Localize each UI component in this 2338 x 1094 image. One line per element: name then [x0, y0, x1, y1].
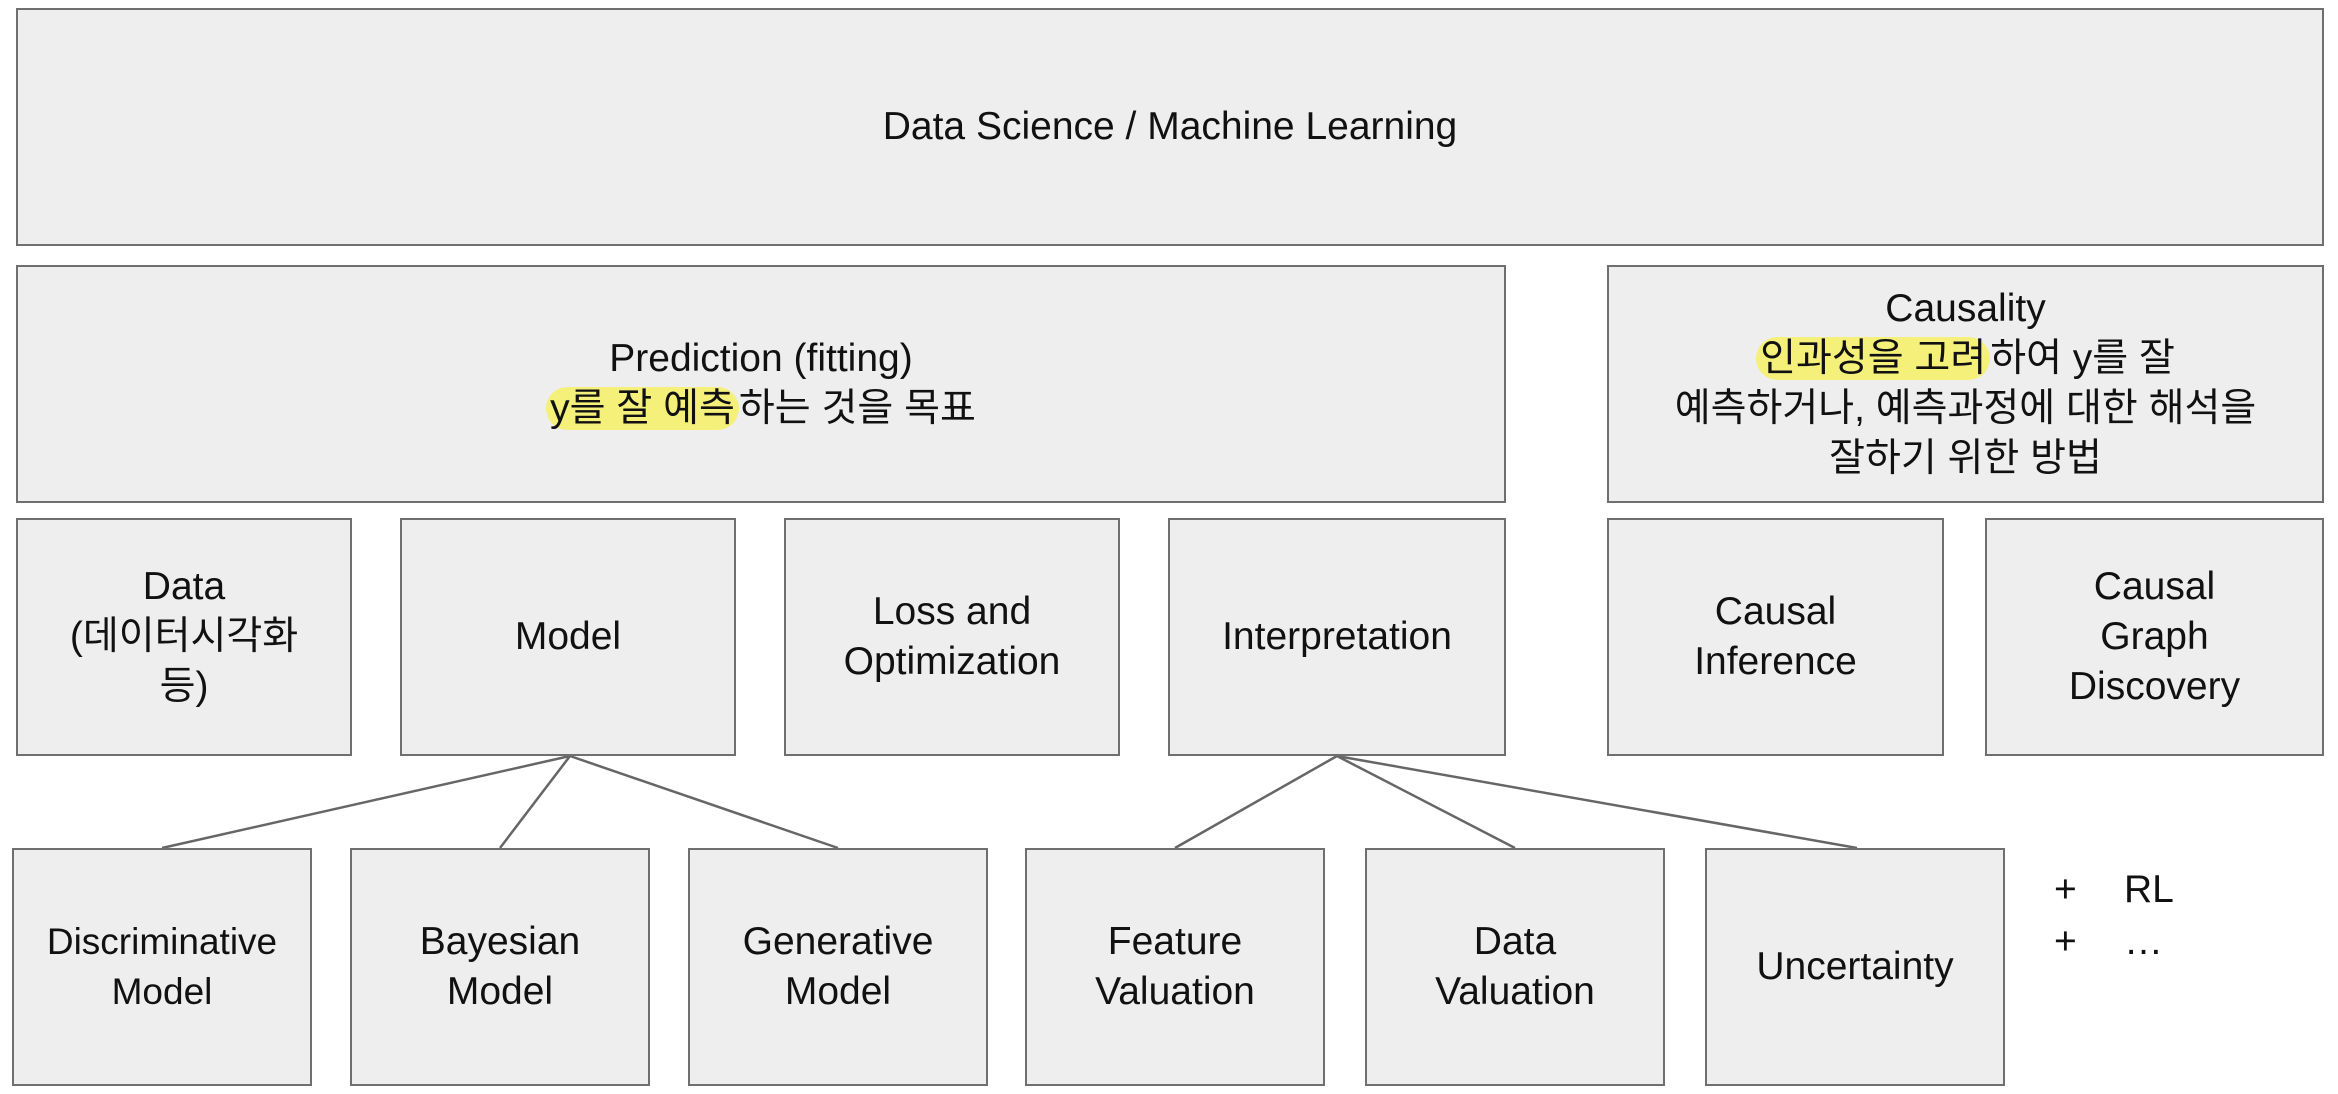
loss-optimization-box: Loss and Optimization — [784, 518, 1120, 756]
generative-line-1: Generative — [742, 920, 934, 963]
feature-valuation-line-1: Feature — [1107, 920, 1243, 963]
generative-model-box: Generative Model — [688, 848, 988, 1086]
uncertainty-box: Uncertainty — [1705, 848, 2005, 1086]
interpretation-box-label: Interpretation — [1222, 615, 1452, 658]
connector-interpretation-uncertainty — [1336, 754, 1858, 850]
data-valuation-box: Data Valuation — [1365, 848, 1665, 1086]
causal-graph-discovery-box: Causal Graph Discovery — [1985, 518, 2324, 756]
header-title: Data Science / Machine Learning — [882, 105, 1458, 148]
plus-sign: + — [2054, 920, 2077, 963]
causality-description-line-2: 예측하거나, 예측과정에 대한 해석을 — [1674, 387, 2257, 430]
causality-title: Causality — [1885, 287, 2046, 330]
model-box: Model — [400, 518, 736, 756]
causal-graph-line-2: Graph — [2100, 615, 2209, 658]
loss-box-line-1: Loss and — [872, 590, 1032, 633]
prediction-description-rest: 하는 것을 목표 — [738, 387, 976, 430]
uncertainty-label: Uncertainty — [1756, 945, 1954, 988]
plus-sign: + — [2054, 868, 2077, 911]
header-box: Data Science / Machine Learning — [16, 8, 2324, 246]
connector-model-bayesian — [499, 755, 571, 849]
causal-inference-line-1: Causal — [1714, 590, 1837, 633]
causality-highlight: 인과성을 고려 — [1756, 337, 1991, 380]
feature-valuation-line-2: Valuation — [1095, 970, 1255, 1013]
data-box-line-3: 등) — [159, 665, 209, 708]
discriminative-model-box: Discriminative Model — [12, 848, 312, 1086]
model-box-label: Model — [514, 615, 622, 658]
connector-model-generative — [569, 754, 839, 850]
data-box-line-2: (데이터시각화 — [69, 615, 299, 658]
bayesian-line-1: Bayesian — [419, 920, 581, 963]
connector-interpretation-data-valuation — [1336, 754, 1516, 850]
discriminative-line-2: Model — [111, 971, 213, 1012]
extras-item-label: … — [2124, 920, 2163, 963]
causality-description-rest: 하여 y를 잘 — [1990, 337, 2175, 380]
bayesian-model-box: Bayesian Model — [350, 848, 650, 1086]
causal-inference-box: Causal Inference — [1607, 518, 1944, 756]
causal-inference-line-2: Inference — [1694, 640, 1857, 683]
connector-interpretation-feature — [1174, 754, 1338, 850]
prediction-highlight: y를 잘 예측 — [546, 387, 739, 430]
data-box-line-1: Data — [142, 565, 226, 608]
data-valuation-line-2: Valuation — [1435, 970, 1595, 1013]
extras-item-label: RL — [2124, 868, 2174, 911]
generative-line-2: Model — [784, 970, 892, 1013]
causality-description-line-3: 잘하기 위한 방법 — [1829, 437, 2102, 480]
extras-list: + RL + … — [2054, 864, 2174, 968]
extras-item: + RL — [2054, 864, 2174, 916]
bayesian-line-2: Model — [446, 970, 554, 1013]
connector-model-discriminative — [161, 754, 571, 850]
causal-graph-line-3: Discovery — [2068, 665, 2241, 708]
prediction-title: Prediction (fitting) — [609, 337, 913, 380]
data-box: Data (데이터시각화 등) — [16, 518, 352, 756]
feature-valuation-box: Feature Valuation — [1025, 848, 1325, 1086]
discriminative-line-1: Discriminative — [46, 921, 278, 962]
data-valuation-line-1: Data — [1473, 920, 1557, 963]
extras-item: + … — [2054, 916, 2174, 968]
interpretation-box: Interpretation — [1168, 518, 1506, 756]
causal-graph-line-1: Causal — [2093, 565, 2216, 608]
loss-box-line-2: Optimization — [843, 640, 1061, 683]
